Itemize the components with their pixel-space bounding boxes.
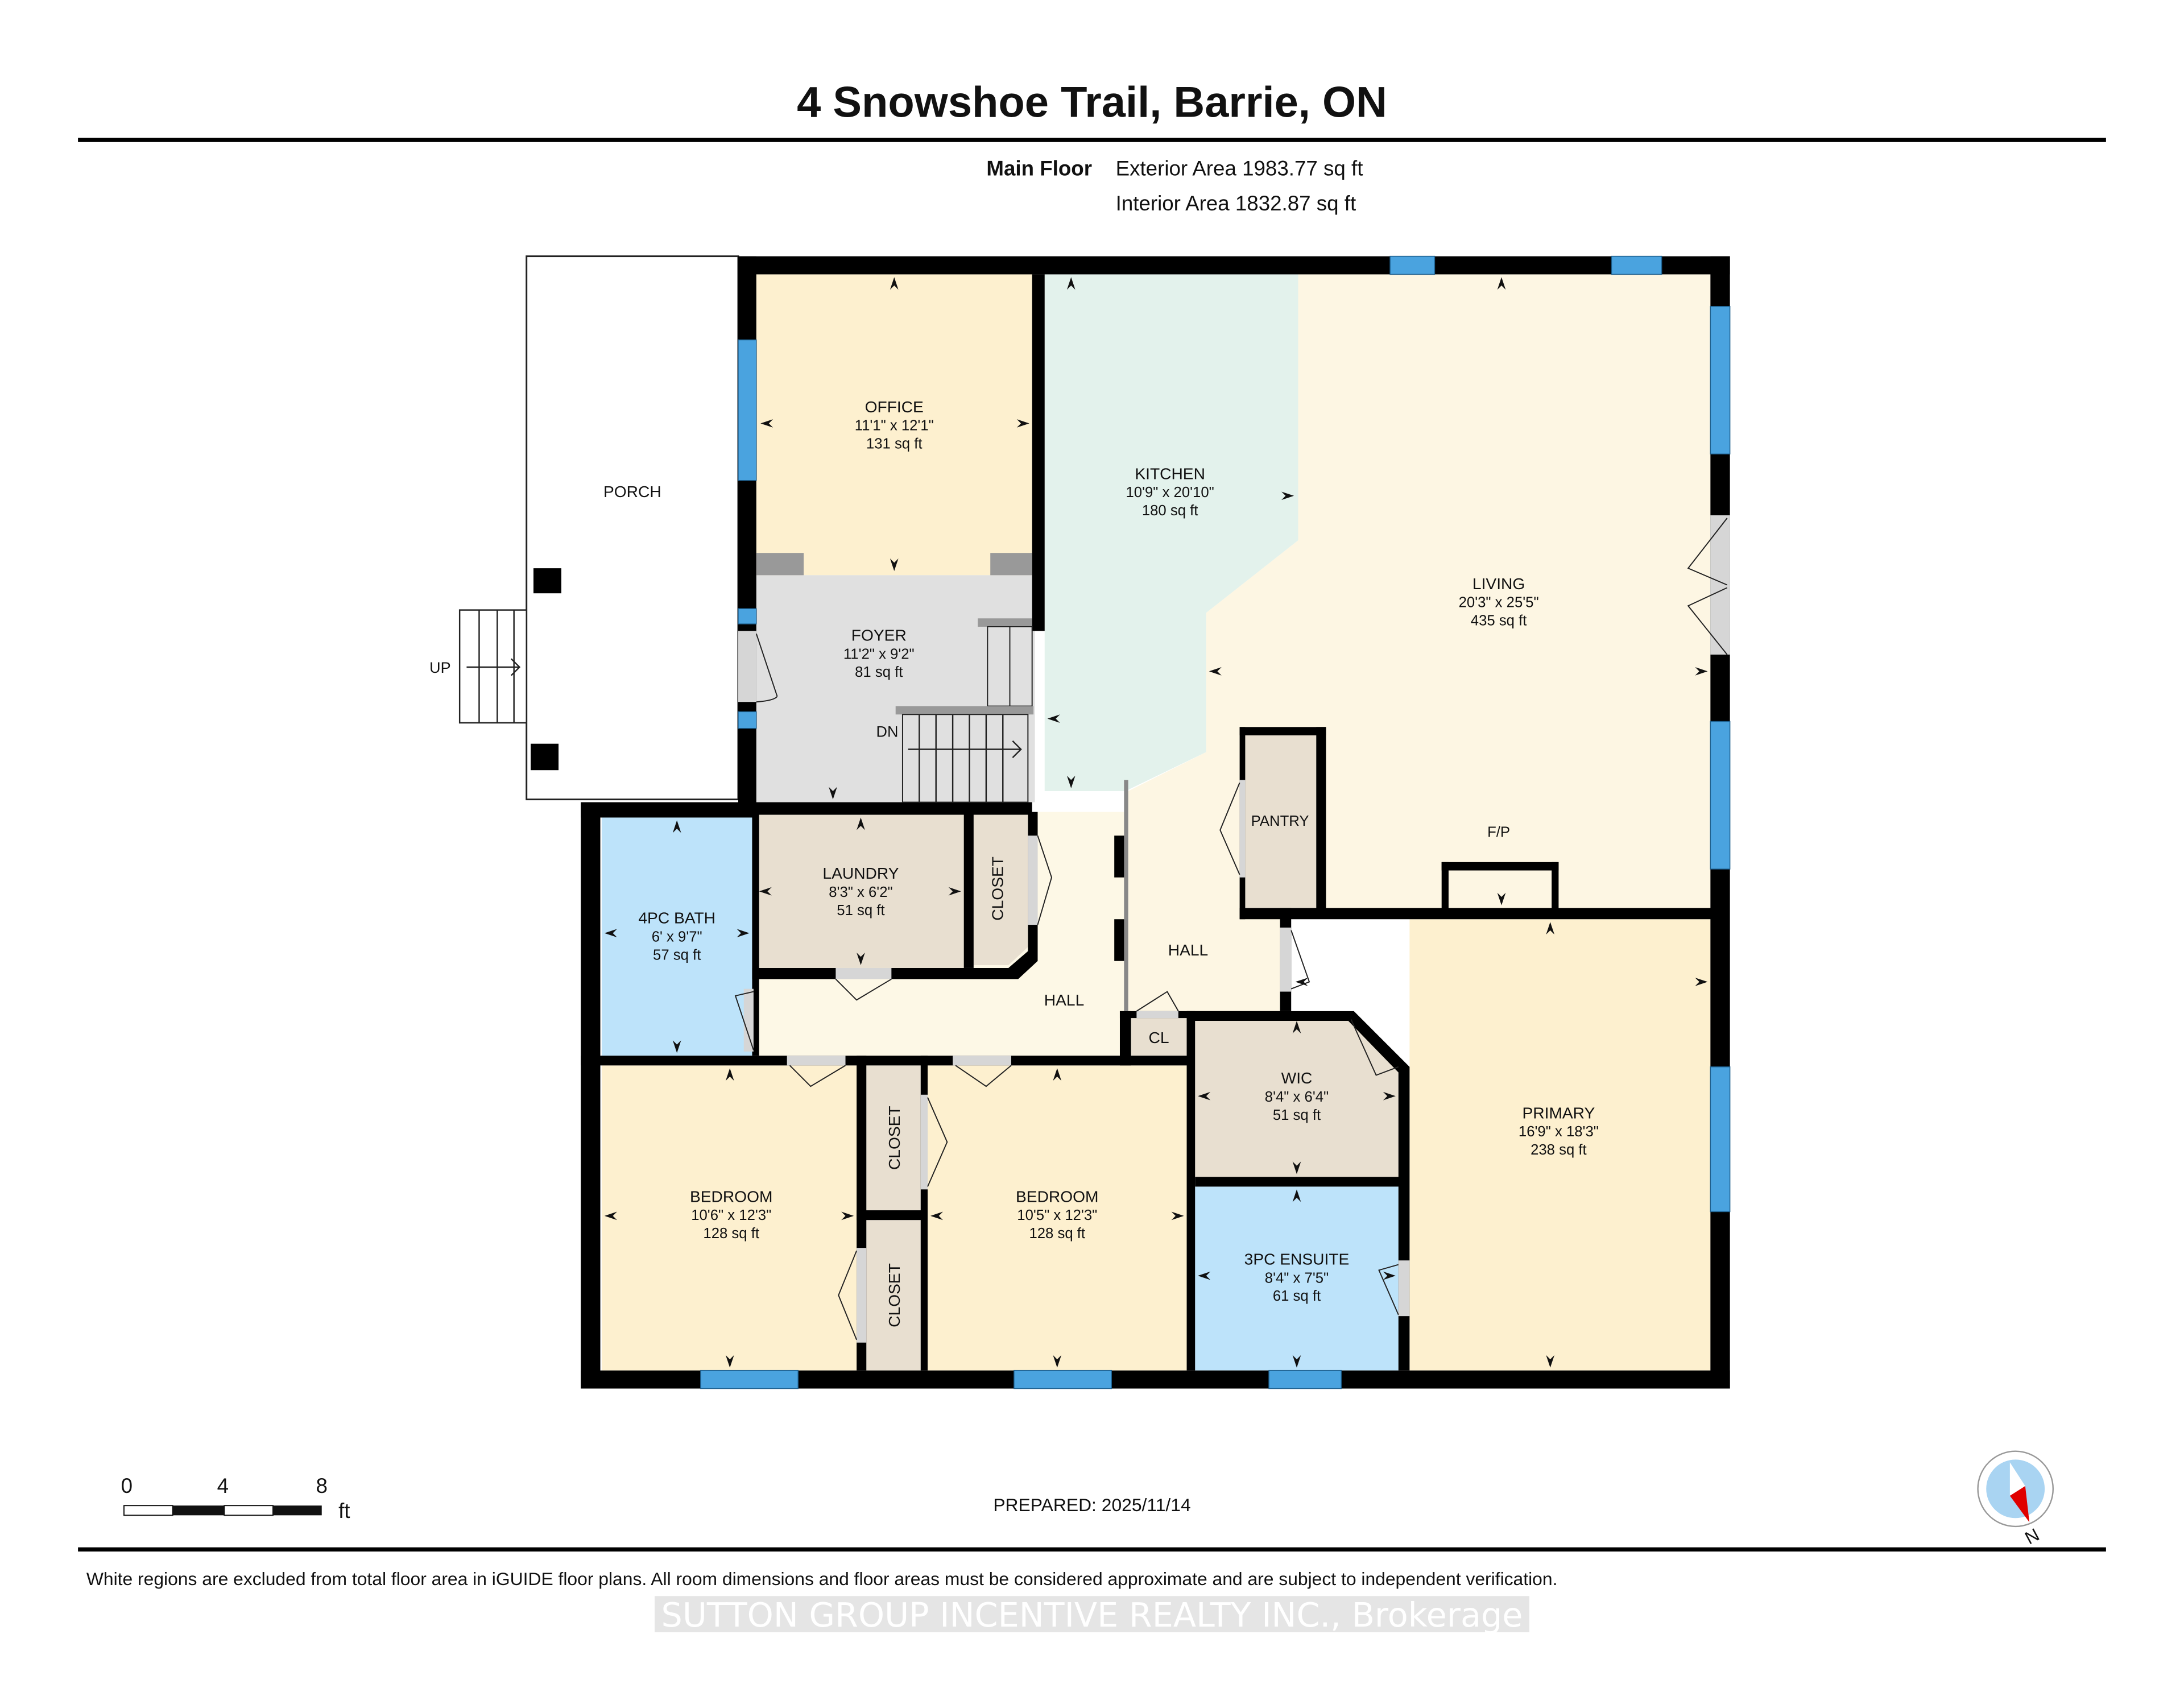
hall-left-label: HALL xyxy=(1044,991,1084,1009)
svg-text:LAUNDRY: LAUNDRY xyxy=(822,864,899,882)
interior-walls xyxy=(581,274,1716,1371)
scale-tick-4: 4 xyxy=(217,1474,229,1497)
ensuite-room xyxy=(1195,1186,1399,1371)
primary-room xyxy=(1409,919,1711,1371)
office-room xyxy=(756,274,1032,576)
wic-room xyxy=(1195,1018,1399,1177)
bedroom2-room xyxy=(928,1065,1187,1371)
scale-tick-8: 8 xyxy=(316,1474,328,1497)
svg-text:8'4" x 7'5": 8'4" x 7'5" xyxy=(1265,1270,1329,1286)
svg-text:131 sq ft: 131 sq ft xyxy=(866,436,923,452)
svg-text:180 sq ft: 180 sq ft xyxy=(1142,503,1198,519)
svg-text:3PC ENSUITE: 3PC ENSUITE xyxy=(1244,1251,1350,1268)
ensuite-label: 3PC ENSUITE 8'4" x 7'5" 61 sq ft xyxy=(1244,1251,1350,1305)
svg-text:WIC: WIC xyxy=(1281,1069,1313,1087)
windows xyxy=(700,255,1731,1389)
foyer-label: FOYER 11'2" x 9'2" 81 sq ft xyxy=(843,626,915,680)
primary-label: PRIMARY 16'9" x 18'3" 238 sq ft xyxy=(1519,1104,1599,1158)
interior-area: Interior Area 1832.87 sq ft xyxy=(1116,192,1356,215)
stairs-up-label: UP xyxy=(429,659,450,676)
laundry-closet-label: CLOSET xyxy=(988,857,1006,921)
stairs-up: UP xyxy=(429,609,527,724)
cl-label: CL xyxy=(1149,1029,1169,1046)
door-swings xyxy=(734,518,1728,1341)
foyer-fixtures xyxy=(756,553,1033,707)
svg-text:61 sq ft: 61 sq ft xyxy=(1273,1288,1321,1304)
laundry-label: LAUNDRY 8'3" x 6'2" 51 sq ft xyxy=(822,864,899,919)
compass-north-label: N xyxy=(2021,1524,2042,1549)
wic-label: WIC 8'4" x 6'4" 51 sq ft xyxy=(1265,1069,1329,1123)
svg-text:238 sq ft: 238 sq ft xyxy=(1531,1142,1587,1158)
stairs-down: DN xyxy=(876,706,1034,803)
hall-right-label: HALL xyxy=(1168,941,1208,959)
closet-b-bottom-room xyxy=(866,1220,921,1371)
svg-text:OFFICE: OFFICE xyxy=(865,398,924,416)
svg-text:8'4" x 6'4": 8'4" x 6'4" xyxy=(1265,1089,1329,1105)
watermark-bg xyxy=(655,1596,1529,1633)
pantry-room xyxy=(1245,735,1317,908)
header-rule xyxy=(78,138,2106,142)
svg-text:128 sq ft: 128 sq ft xyxy=(703,1226,759,1242)
living-label: LIVING 20'3" x 25'5" 435 sq ft xyxy=(1459,575,1539,629)
svg-text:KITCHEN: KITCHEN xyxy=(1135,465,1205,482)
svg-text:FOYER: FOYER xyxy=(851,626,907,644)
svg-text:PRIMARY: PRIMARY xyxy=(1523,1104,1595,1122)
prepared-date: PREPARED: 2025/11/14 xyxy=(993,1495,1190,1515)
svg-text:11'2" x 9'2": 11'2" x 9'2" xyxy=(843,646,915,662)
brokerage-watermark: SUTTON GROUP INCENTIVE REALTY INC., Brok… xyxy=(661,1595,1523,1635)
closet-b-top-room xyxy=(866,1065,921,1211)
svg-text:LIVING: LIVING xyxy=(1472,575,1525,593)
bath4-label: 4PC BATH 6' x 9'7" 57 sq ft xyxy=(638,909,715,963)
laundry-room xyxy=(756,814,964,968)
floor-label: Main Floor xyxy=(986,157,1092,180)
svg-text:BEDROOM: BEDROOM xyxy=(1016,1188,1098,1205)
svg-text:57 sq ft: 57 sq ft xyxy=(653,947,701,963)
svg-text:128 sq ft: 128 sq ft xyxy=(1029,1226,1085,1242)
svg-text:16'9" x 18'3": 16'9" x 18'3" xyxy=(1519,1124,1599,1140)
bath4-room xyxy=(601,817,752,1056)
porch: PORCH xyxy=(526,255,739,801)
bedroom2-label: BEDROOM 10'5" x 12'3" 128 sq ft xyxy=(1016,1188,1098,1242)
closet-b-top-label: CLOSET xyxy=(886,1106,903,1170)
pantry-label: PANTRY xyxy=(1251,813,1309,829)
scale-tick-0: 0 xyxy=(121,1474,133,1497)
svg-text:BEDROOM: BEDROOM xyxy=(690,1188,772,1205)
footer-rule xyxy=(78,1547,2106,1552)
compass-icon: N xyxy=(1977,1450,2054,1549)
svg-text:6' x 9'7": 6' x 9'7" xyxy=(652,929,702,945)
living-room xyxy=(1128,274,1711,1011)
fireplace-label: F/P xyxy=(1487,825,1510,841)
dimension-arrows xyxy=(604,277,1708,1368)
kitchen-room xyxy=(1044,274,1298,791)
laundry-closet-room xyxy=(973,814,1028,966)
svg-text:10'6" x 12'3": 10'6" x 12'3" xyxy=(691,1207,771,1223)
svg-text:4PC BATH: 4PC BATH xyxy=(638,909,715,927)
cl-room xyxy=(1131,1018,1190,1056)
scale-unit: ft xyxy=(338,1499,350,1522)
porch-label: PORCH xyxy=(603,483,661,500)
closet-b-bottom-label: CLOSET xyxy=(886,1263,903,1327)
svg-text:8'3" x 6'2": 8'3" x 6'2" xyxy=(829,884,892,900)
scale-bar: 0 4 8 ft xyxy=(121,1474,350,1522)
office-label: OFFICE 11'1" x 12'1" 131 sq ft xyxy=(855,398,934,452)
kitchen-label: KITCHEN 10'9" x 20'10" 180 sq ft xyxy=(1126,465,1214,519)
svg-text:10'5" x 12'3": 10'5" x 12'3" xyxy=(1017,1207,1097,1223)
svg-text:51 sq ft: 51 sq ft xyxy=(837,903,884,919)
svg-text:10'9" x 20'10": 10'9" x 20'10" xyxy=(1126,485,1214,500)
svg-text:20'3" x 25'5": 20'3" x 25'5" xyxy=(1459,595,1539,611)
svg-text:51 sq ft: 51 sq ft xyxy=(1273,1107,1321,1123)
disclaimer-text: White regions are excluded from total fl… xyxy=(86,1569,1558,1589)
svg-text:11'1" x 12'1": 11'1" x 12'1" xyxy=(855,418,934,434)
svg-text:81 sq ft: 81 sq ft xyxy=(855,664,903,680)
bedroom1-label: BEDROOM 10'6" x 12'3" 128 sq ft xyxy=(690,1188,772,1242)
page-title: 4 Snowshoe Trail, Barrie, ON xyxy=(797,78,1387,127)
stairs-down-label: DN xyxy=(876,723,899,740)
svg-text:435 sq ft: 435 sq ft xyxy=(1471,613,1527,629)
exterior-area: Exterior Area 1983.77 sq ft xyxy=(1116,157,1363,180)
bedroom1-room xyxy=(601,1065,858,1371)
